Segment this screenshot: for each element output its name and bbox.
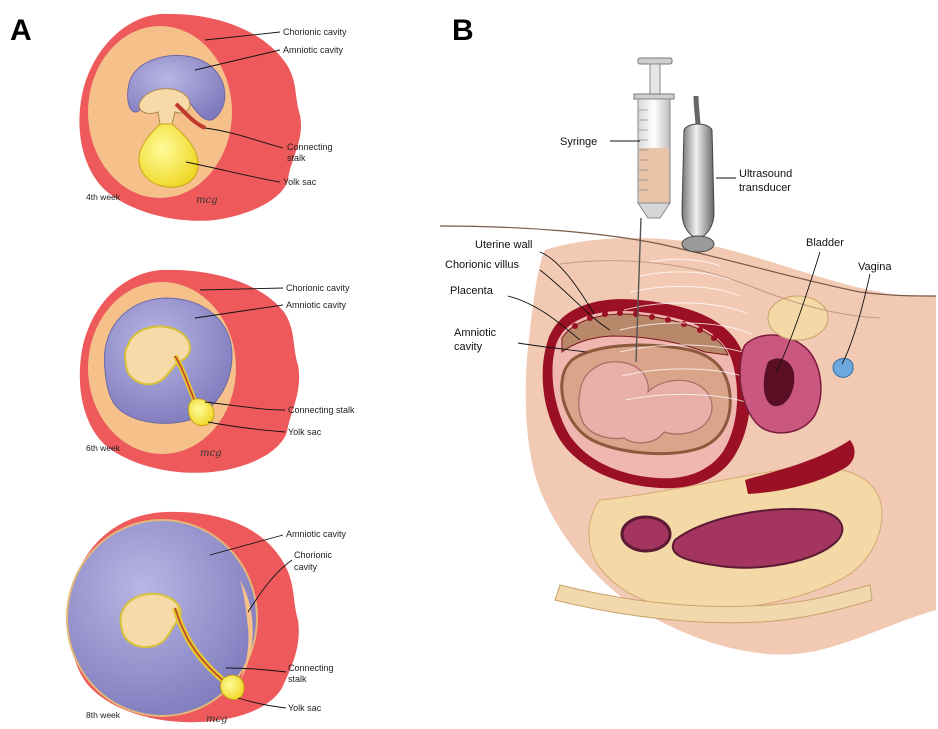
artist-signature: mcg xyxy=(196,195,217,206)
stage-4th-week: Chorionic cavity Amniotic cavity Connect… xyxy=(79,14,347,221)
label-chorionic: Chorionic xyxy=(294,550,333,560)
label-cavity: cavity xyxy=(294,562,318,572)
panel-b-letter: B xyxy=(452,14,474,47)
label-stalk: stalk xyxy=(288,674,307,684)
label-uterine-wall: Uterine wall xyxy=(475,239,532,251)
week-label: 6th week xyxy=(86,443,121,453)
artist-signature: mcg xyxy=(200,448,221,459)
week-label: 8th week xyxy=(86,710,121,720)
label-connecting: Connecting xyxy=(287,142,333,152)
label-amniotic: Amniotic xyxy=(454,327,497,339)
ultrasound-transducer xyxy=(682,96,714,252)
label-yolk-sac: Yolk sac xyxy=(283,177,317,187)
label-ultrasound: Ultrasound xyxy=(739,168,792,180)
label-chorionic-cavity: Chorionic cavity xyxy=(283,27,347,37)
amniocentesis-illustration: Syringe Ultrasound transducer Uterine wa… xyxy=(440,58,936,654)
label-chorionic-cavity: Chorionic cavity xyxy=(286,283,350,293)
label-stalk: stalk xyxy=(287,153,306,163)
label-connecting-stalk: Connecting stalk xyxy=(288,405,355,415)
label-placenta: Placenta xyxy=(450,285,494,297)
stage-6th-week: Chorionic cavity Amniotic cavity Connect… xyxy=(80,270,355,473)
label-cavity: cavity xyxy=(454,341,483,353)
week-label: 4th week xyxy=(86,192,121,202)
bowel-loop xyxy=(622,517,670,551)
label-amniotic-cavity: Amniotic cavity xyxy=(286,300,347,310)
label-chorionic-villus: Chorionic villus xyxy=(445,259,519,271)
label-bladder: Bladder xyxy=(806,237,844,249)
label-yolk-sac: Yolk sac xyxy=(288,703,322,713)
label-yolk-sac: Yolk sac xyxy=(288,427,322,437)
label-connecting: Connecting xyxy=(288,663,334,673)
label-amniotic-cavity: Amniotic cavity xyxy=(286,529,347,539)
syringe-body xyxy=(634,58,674,218)
label-amniotic-cavity: Amniotic cavity xyxy=(283,45,344,55)
stage-8th-week: Amniotic cavity Chorionic cavity Connect… xyxy=(67,512,347,725)
artist-signature: mcg xyxy=(206,714,227,725)
label-transducer: transducer xyxy=(739,182,791,194)
panel-a-letter: A xyxy=(10,14,32,47)
label-syringe: Syringe xyxy=(560,136,597,148)
label-vagina: Vagina xyxy=(858,261,892,273)
